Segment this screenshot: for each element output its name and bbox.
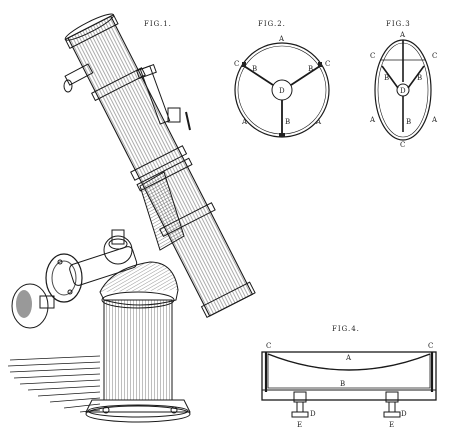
fig4-label-e-left: E xyxy=(297,421,302,429)
fig4-title: FIG.4. xyxy=(332,325,360,333)
fig3-label-c-left: C xyxy=(370,52,375,60)
ground-shadow xyxy=(7,355,101,413)
fig3-label-a-left: A xyxy=(369,116,376,124)
fig3-label-c-right: C xyxy=(432,52,437,60)
fig2-label-a-left: A xyxy=(241,118,248,126)
fig2-label-c-left: C xyxy=(234,60,239,68)
eyepiece xyxy=(63,63,94,93)
telescope-figure xyxy=(7,13,256,423)
fig2-label-a-right: A xyxy=(315,118,322,126)
fig2-diagram: A D C B B C A B A xyxy=(234,35,330,138)
fig3-diagram: A C C B B D A A B C xyxy=(369,31,438,149)
fig2-label-d: D xyxy=(279,87,285,95)
fig3-label-b-bottom: B xyxy=(406,118,411,126)
fig3-label-a-right: A xyxy=(431,116,438,124)
telescope-tube xyxy=(64,13,256,319)
fig2-label-c-right: C xyxy=(325,60,330,68)
fig1-title: FIG.1. xyxy=(144,20,172,28)
fig4-screws xyxy=(291,391,401,418)
fig3-label-b-right: B xyxy=(417,74,422,82)
fig2-label-a-top: A xyxy=(278,35,285,43)
fig3-label-d: D xyxy=(400,87,406,95)
fig3-label-a-top: A xyxy=(399,31,406,39)
fig4-label-b: B xyxy=(340,380,345,388)
fig2-label-b-right: B xyxy=(308,65,313,73)
finder-scope xyxy=(135,64,191,131)
fig4-label-a: A xyxy=(345,354,352,362)
pillar xyxy=(85,291,191,423)
fig4-label-d-left: D xyxy=(310,410,316,418)
fig2-label-b-left: B xyxy=(252,65,257,73)
fig4-label-e-right: E xyxy=(389,421,394,429)
fig3-label-b-left: B xyxy=(384,74,389,82)
fig4-label-d-right: D xyxy=(401,410,407,418)
fig4-label-c-left: C xyxy=(266,342,271,350)
fig4-diagram: C A C B D D E E xyxy=(261,342,437,429)
fig3-title: FIG.3 xyxy=(386,20,411,28)
fig2-title: FIG.2. xyxy=(258,20,286,28)
fig2-label-b-bottom: B xyxy=(285,118,290,126)
fig4-label-c-right: C xyxy=(428,342,433,350)
fig3-label-c-bottom: C xyxy=(400,141,405,149)
